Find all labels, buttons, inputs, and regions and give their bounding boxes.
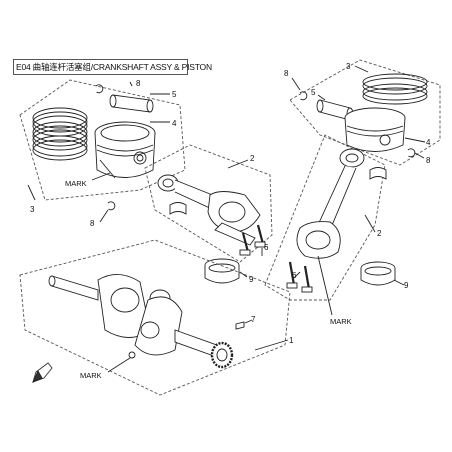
main-bearing-right (360, 261, 396, 286)
callout-right-bearing: 9 (404, 281, 409, 290)
diagram-title: E04 曲轴连杆活塞组/CRANKSHAFT ASSY & PISTON (16, 62, 212, 72)
callout-crankshaft: 1 (289, 336, 294, 345)
callout-left-bearing: 9 (249, 275, 254, 284)
right-piston-group: 3 8 5 4 8 (284, 59, 441, 166)
piston-rings-right (362, 73, 428, 105)
left-piston-group: 8 5 4 3 MARK 8 (19, 79, 186, 228)
mark-crankshaft: MARK (80, 371, 102, 380)
callout-left-bolt: 6 (264, 243, 269, 252)
diagram-title-box: E04 曲轴连杆活塞组/CRANKSHAFT ASSY & PISTON (13, 59, 212, 75)
callout-right-rod: 2 (377, 229, 382, 238)
crankshaft-group: 7 1 MARK (19, 239, 294, 396)
front-arrow-icon (32, 362, 53, 383)
callout-right-pin: 5 (311, 88, 316, 97)
piston-rings-left (32, 107, 88, 161)
rod-bearing-right (369, 167, 387, 180)
callout-left-clip: 8 (136, 79, 141, 88)
circlip-right-upper (299, 91, 308, 101)
crankshaft (48, 274, 229, 361)
piston-left (94, 121, 156, 179)
crank-gear (210, 341, 234, 369)
callout-right-rings: 3 (346, 62, 351, 71)
callout-right-piston: 4 (426, 138, 431, 147)
callout-right-clip-lower: 8 (426, 156, 431, 165)
piston-right (344, 107, 406, 152)
connecting-rod-left (157, 174, 261, 246)
rod-bolts-right (286, 261, 313, 293)
woodruff-key (235, 321, 245, 330)
callout-left-pin: 5 (172, 90, 177, 99)
rod-bearing-left (169, 202, 187, 215)
connecting-rod-right (296, 148, 365, 259)
right-rod-group: 2 6 9 MARK (264, 134, 409, 326)
main-bearing-left (204, 258, 240, 284)
piston-pin-left (109, 94, 154, 113)
mark-right-rod: MARK (330, 317, 352, 326)
callout-left-rings: 3 (30, 205, 35, 214)
callout-left-piston: 4 (172, 119, 177, 128)
callout-crank-key: 7 (251, 315, 256, 324)
rod-bolts-left (239, 224, 266, 256)
callout-right-bolt: 6 (292, 271, 297, 280)
circlip-left-lower (107, 201, 116, 211)
circlip-right-lower (407, 148, 416, 158)
circlip-left-upper (95, 84, 104, 94)
callout-left-clip-lower: 8 (90, 219, 95, 228)
callout-left-rod: 2 (250, 154, 255, 163)
mark-left-piston: MARK (65, 179, 87, 188)
left-rod-group: 2 6 9 (144, 144, 273, 284)
callout-right-clip: 8 (284, 69, 289, 78)
